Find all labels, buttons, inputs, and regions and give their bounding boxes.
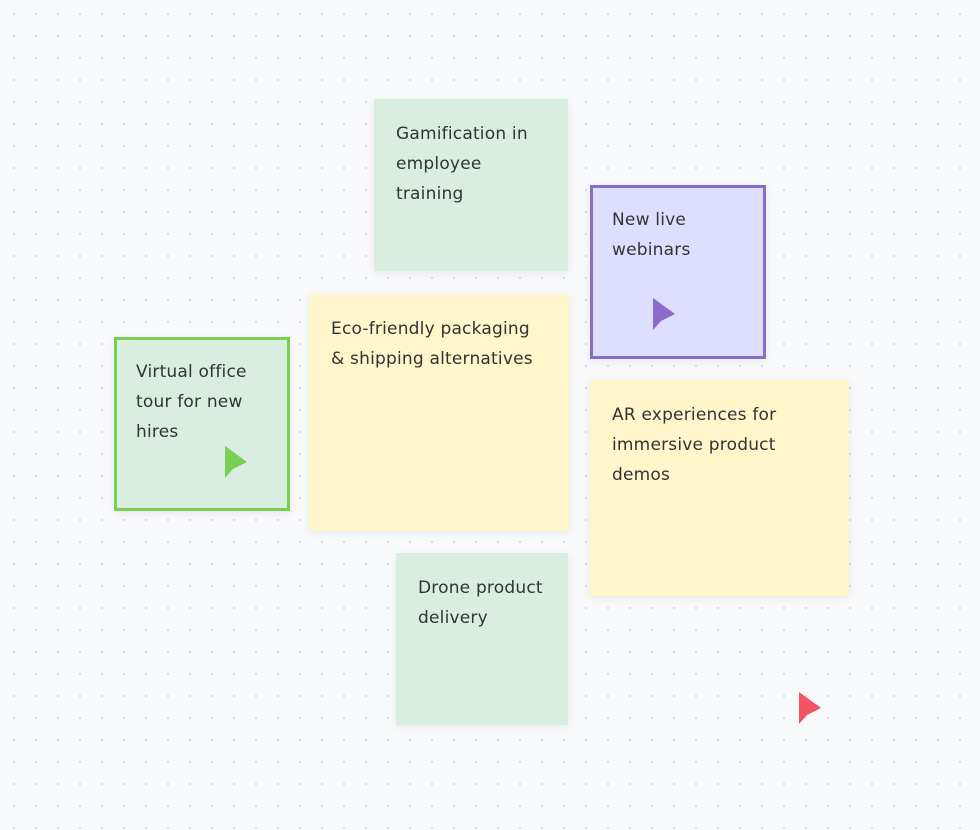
sticky-note-virtual-office[interactable]: Virtual office tour for new hires: [114, 337, 290, 511]
sticky-note-text: Gamification in employee training: [396, 124, 528, 204]
collaborator-cursor-red: [798, 691, 824, 725]
collaborator-cursor-purple: [652, 297, 678, 331]
sticky-note-text: Drone product delivery: [418, 578, 543, 628]
sticky-note-gamification[interactable]: Gamification in employee training: [374, 99, 568, 271]
sticky-note-text: AR experiences for immersive product dem…: [612, 405, 777, 485]
cursor-arrow-icon: [653, 298, 675, 330]
sticky-note-eco-friendly[interactable]: Eco-friendly packaging & shipping altern…: [309, 294, 569, 531]
sticky-note-text: Virtual office tour for new hires: [136, 362, 247, 442]
sticky-note-webinars[interactable]: New live webinars: [590, 185, 766, 359]
cursor-arrow-icon: [799, 692, 821, 724]
collaborator-cursor-green: [224, 445, 250, 479]
cursor-arrow-icon: [225, 446, 247, 478]
sticky-note-text: Eco-friendly packaging & shipping altern…: [331, 319, 533, 369]
sticky-note-ar-experiences[interactable]: AR experiences for immersive product dem…: [590, 380, 849, 596]
sticky-note-text: New live webinars: [612, 210, 691, 260]
sticky-note-drone[interactable]: Drone product delivery: [396, 553, 568, 725]
